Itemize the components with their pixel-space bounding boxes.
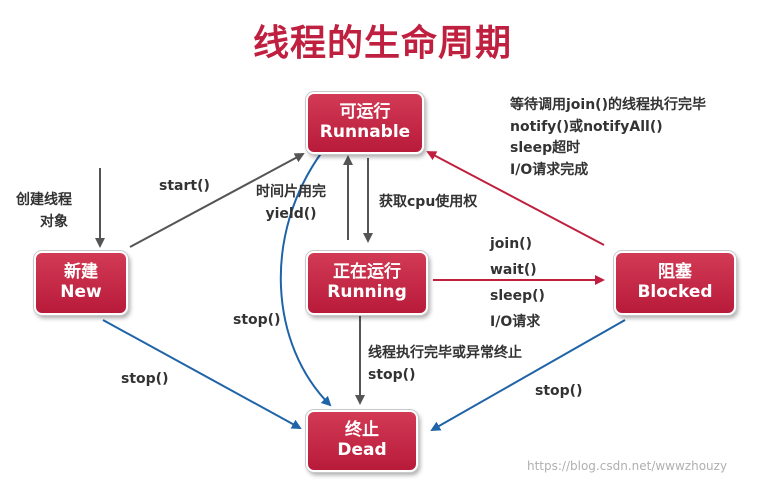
label-timeslice-2: yield() — [265, 205, 317, 222]
arrow-blocked-to-runnable — [426, 151, 605, 246]
node-new-en: New — [60, 282, 102, 302]
diagram-title: 线程的生命周期 — [252, 23, 512, 64]
label-unblock-4: I/O请求完成 — [510, 162, 589, 179]
node-running: 正在运行 Running — [306, 251, 428, 315]
arrow-runnable-to-dead — [279, 151, 332, 407]
watermark: https://blog.csdn.net/wwwzhouzy — [527, 459, 728, 473]
label-unblock-2: notify()或notifyAll() — [510, 118, 663, 135]
label-create-object: 创建线程 对象 — [16, 190, 72, 233]
label-finish-2: stop() — [368, 366, 416, 383]
label-block-1: join() — [490, 236, 532, 252]
node-dead-en: Dead — [337, 440, 387, 460]
node-new: 新建 New — [34, 251, 128, 315]
node-runnable: 可运行 Runnable — [306, 92, 424, 154]
label-block-3: sleep() — [490, 287, 545, 304]
label-get-cpu: 获取cpu使用权 — [379, 194, 478, 210]
label-block-4: I/O请求 — [490, 313, 541, 330]
label-block: join() wait() sleep() I/O请求 — [490, 232, 545, 336]
node-dead: 终止 Dead — [306, 410, 418, 472]
label-block-2: wait() — [490, 261, 537, 278]
label-stop-blocked: stop() — [535, 383, 583, 399]
node-running-cn: 正在运行 — [333, 262, 401, 283]
node-new-cn: 新建 — [64, 262, 98, 283]
node-runnable-cn: 可运行 — [339, 102, 391, 123]
label-timeslice-1: 时间片用完 — [256, 184, 326, 200]
node-running-en: Running — [327, 282, 407, 302]
node-blocked: 阻塞 Blocked — [614, 251, 736, 315]
node-dead-cn: 终止 — [345, 420, 379, 441]
label-stop-runnable: stop() — [233, 312, 281, 328]
node-blocked-en: Blocked — [637, 282, 713, 302]
label-unblock: 等待调用join()的线程执行完毕 notify()或notifyAll() s… — [510, 95, 706, 182]
label-unblock-3: sleep超时 — [510, 140, 581, 157]
label-stop-new: stop() — [121, 371, 169, 387]
label-finish-1: 线程执行完毕或异常终止 — [368, 345, 522, 361]
label-finish: 线程执行完毕或异常终止 stop() — [368, 343, 522, 386]
arrow-new-to-runnable — [129, 153, 305, 248]
arrow-new-to-dead — [102, 319, 302, 429]
label-unblock-1: 等待调用join()的线程执行完毕 — [510, 97, 706, 113]
node-blocked-cn: 阻塞 — [658, 262, 692, 283]
label-start: start() — [159, 178, 210, 194]
label-timeslice: 时间片用完 yield() — [256, 182, 326, 225]
node-runnable-en: Runnable — [319, 122, 411, 142]
arrow-blocked-to-dead — [430, 319, 626, 431]
label-create-object-1: 创建线程 — [16, 192, 72, 208]
label-create-object-2: 对象 — [40, 213, 68, 230]
